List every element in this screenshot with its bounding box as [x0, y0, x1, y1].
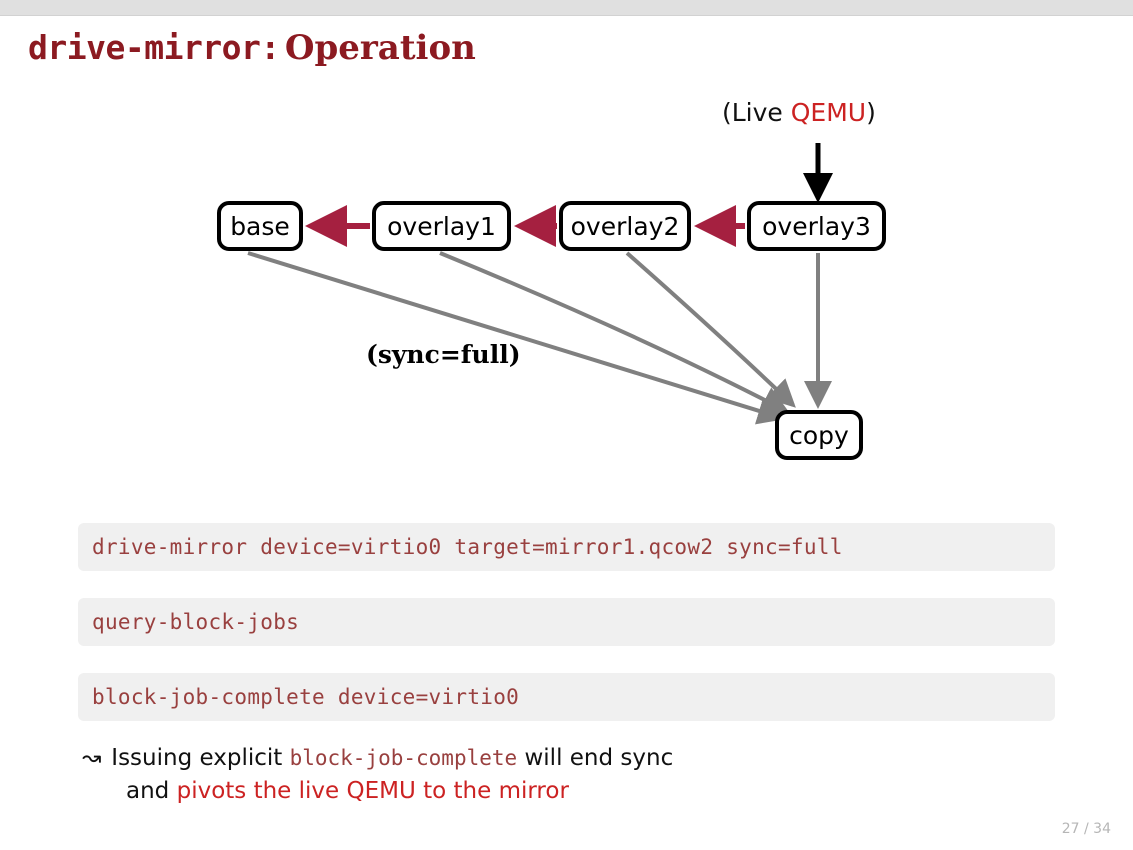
edge-base-to-copy	[247, 251, 786, 425]
node-base-label: base	[230, 211, 290, 241]
bullet-part1: Issuing explicit	[111, 745, 290, 771]
code-block-block-job-complete-text: block-job-complete device=virtio0	[92, 685, 520, 709]
bullet-part3: and	[126, 777, 177, 804]
diagram-edges	[247, 143, 833, 425]
block-chain-diagram: (Live QEMU) (sync=full) base overlay1 ov…	[0, 85, 1133, 485]
page-title: drive-mirror: Operation	[28, 28, 476, 68]
code-block-drive-mirror-text: drive-mirror device=virtio0 target=mirro…	[92, 535, 843, 559]
live-qemu-highlight: QEMU	[790, 98, 867, 127]
live-qemu-prefix: (Live	[722, 98, 791, 127]
page-number: 27 / 34	[1061, 821, 1111, 837]
bullet-line-2: and pivots the live QEMU to the mirror	[126, 775, 1042, 808]
code-block-query-block-jobs: query-block-jobs	[78, 598, 1055, 646]
node-overlay1-label: overlay1	[387, 211, 496, 241]
live-qemu-label: (Live QEMU)	[722, 98, 876, 127]
bullet-command: block-job-complete	[289, 746, 518, 770]
code-block-block-job-complete: block-job-complete device=virtio0	[78, 673, 1055, 721]
code-block-query-block-jobs-text: query-block-jobs	[92, 610, 300, 634]
node-overlay2[interactable]: overlay2	[559, 201, 691, 251]
node-overlay1[interactable]: overlay1	[372, 201, 511, 251]
node-copy[interactable]: copy	[775, 410, 863, 460]
node-overlay3-label: overlay3	[762, 211, 871, 241]
sync-full-label: (sync=full)	[366, 340, 521, 369]
node-copy-label: copy	[789, 420, 849, 450]
node-overlay2-label: overlay2	[570, 211, 680, 241]
edge-overlay2-to-copy	[625, 251, 796, 408]
slide-header-bar	[0, 0, 1133, 16]
node-base[interactable]: base	[217, 201, 303, 251]
bullet-note: ↝ Issuing explicit block-job-complete wil…	[82, 742, 1042, 807]
squiggly-arrow-icon: ↝	[82, 745, 102, 771]
bullet-part4: pivots the live QEMU to the mirror	[176, 777, 569, 804]
page-title-command: drive-mirror:	[28, 28, 280, 67]
node-overlay3[interactable]: overlay3	[747, 201, 886, 251]
bullet-part2: will end sync	[517, 745, 674, 771]
edge-overlay1-to-copy	[439, 251, 790, 413]
code-block-drive-mirror: drive-mirror device=virtio0 target=mirro…	[78, 523, 1055, 571]
page-title-word: Operation	[284, 28, 476, 68]
live-qemu-suffix: )	[866, 98, 876, 127]
